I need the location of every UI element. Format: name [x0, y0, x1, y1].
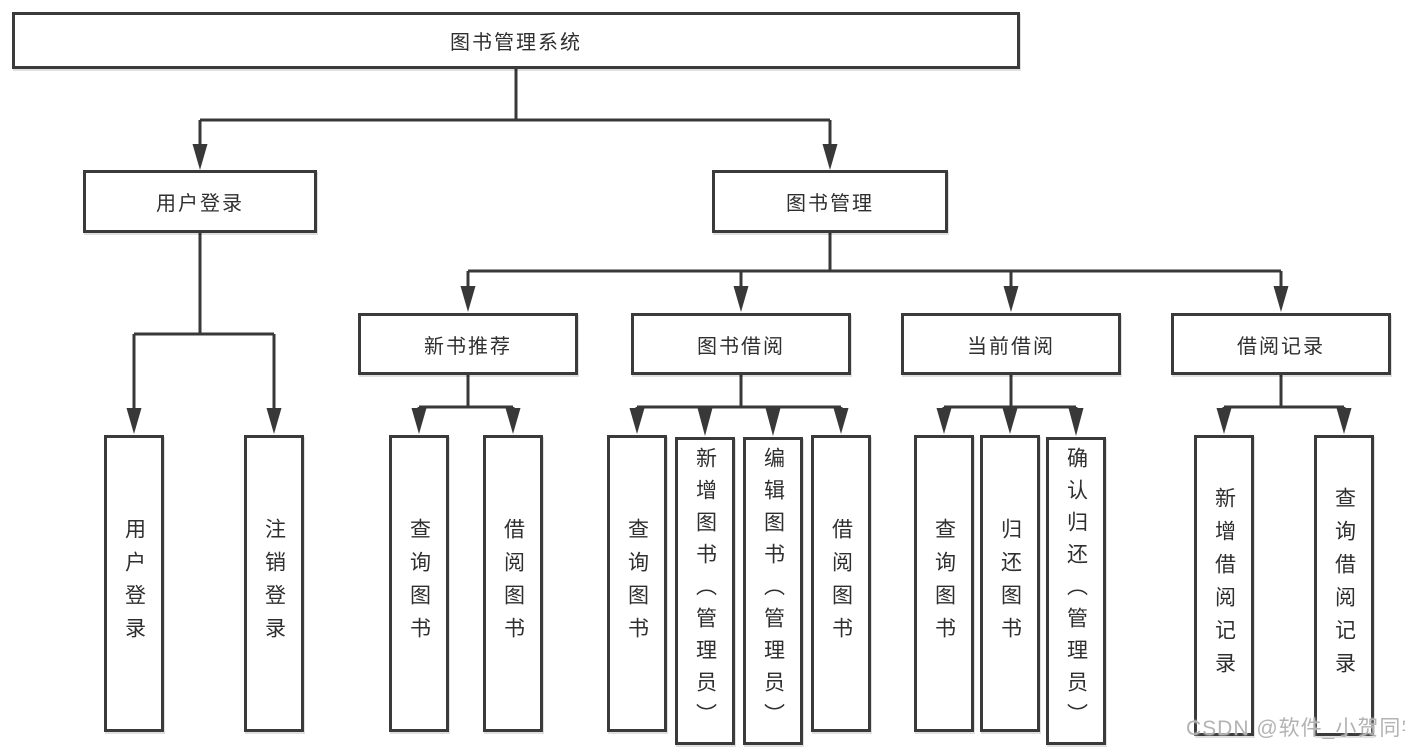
- leaf-records-add-record: 新增借阅记录: [1194, 435, 1254, 736]
- node-borrow-records: 借阅记录: [1171, 313, 1391, 375]
- node-new-book-recommend-label: 新书推荐: [424, 335, 512, 358]
- node-root: 图书管理系统: [12, 12, 1020, 69]
- leaf-current-confirm-return-admin-label: 确认归还（管理员）: [1064, 447, 1088, 735]
- leaf-logout: 注销登录: [244, 435, 304, 732]
- leaf-current-return-books-label: 归还图书: [998, 517, 1022, 650]
- node-book-management-label: 图书管理: [786, 193, 874, 215]
- node-book-management: 图书管理: [712, 170, 948, 233]
- leaf-current-query-books-label: 查询图书: [932, 517, 956, 650]
- leaf-records-query-record: 查询借阅记录: [1314, 435, 1374, 736]
- leaf-rec-borrow-books-label: 借阅图书: [501, 517, 525, 650]
- node-current-borrow: 当前借阅: [901, 313, 1121, 375]
- node-borrow-records-label: 借阅记录: [1237, 335, 1325, 358]
- leaf-borrow-query-books: 查询图书: [607, 435, 667, 732]
- leaf-records-query-record-label: 查询借阅记录: [1332, 486, 1356, 685]
- node-new-book-recommend: 新书推荐: [358, 313, 578, 375]
- leaf-borrow-edit-books-admin: 编辑图书（管理员）: [743, 437, 803, 745]
- leaf-rec-borrow-books: 借阅图书: [483, 435, 543, 732]
- leaf-logout-label: 注销登录: [262, 517, 286, 650]
- leaf-current-confirm-return-admin: 确认归还（管理员）: [1046, 437, 1106, 745]
- leaf-user-login-label: 用户登录: [122, 517, 146, 650]
- node-root-label: 图书管理系统: [450, 32, 582, 54]
- leaf-borrow-add-books-admin-label: 新增图书（管理员）: [693, 447, 717, 735]
- leaf-borrow-add-books-admin: 新增图书（管理员）: [675, 437, 735, 745]
- leaf-borrow-edit-books-admin-label: 编辑图书（管理员）: [761, 447, 785, 735]
- csdn-watermark: CSDN @软件_小贺同学: [1186, 717, 1405, 740]
- node-user-login: 用户登录: [83, 170, 317, 233]
- node-user-login-label: 用户登录: [156, 193, 244, 215]
- leaf-user-login: 用户登录: [104, 435, 164, 732]
- node-book-borrow-label: 图书借阅: [697, 335, 785, 358]
- leaf-rec-query-books-label: 查询图书: [407, 517, 431, 650]
- leaf-borrow-query-books-label: 查询图书: [625, 517, 649, 650]
- leaf-rec-query-books: 查询图书: [389, 435, 449, 732]
- node-current-borrow-label: 当前借阅: [967, 335, 1055, 358]
- leaf-borrow-borrow-books: 借阅图书: [811, 435, 871, 732]
- leaf-records-add-record-label: 新增借阅记录: [1212, 486, 1236, 685]
- leaf-current-return-books: 归还图书: [980, 435, 1040, 732]
- node-book-borrow: 图书借阅: [631, 313, 851, 375]
- leaf-current-query-books: 查询图书: [914, 435, 974, 732]
- leaf-borrow-borrow-books-label: 借阅图书: [829, 517, 853, 650]
